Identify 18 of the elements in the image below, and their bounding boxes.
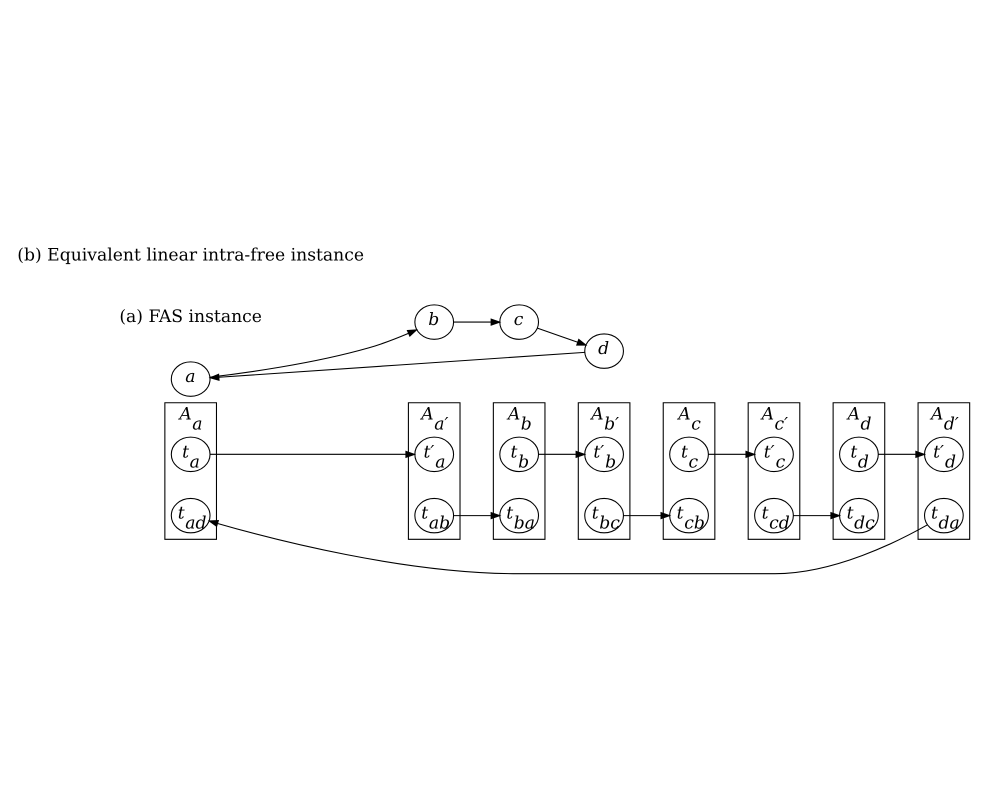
arrow (210, 328, 418, 378)
arrow (454, 318, 502, 326)
arrow (708, 450, 756, 458)
label: (b) Equivalent linear intra-free instance (17, 245, 364, 266)
node-ellipse: b (414, 304, 454, 340)
arrow (793, 511, 842, 519)
arrow (878, 450, 926, 458)
arrow (537, 327, 588, 346)
node-ellipse: d (584, 332, 624, 368)
arrow (538, 450, 586, 458)
arrow (454, 511, 502, 519)
arrow (210, 450, 416, 458)
arrow (208, 351, 585, 380)
label: (a) FAS instance (119, 306, 262, 326)
node-ellipse: a (170, 360, 211, 396)
arrow (208, 519, 928, 574)
arrow (624, 511, 672, 519)
node-ellipse: c (499, 304, 540, 340)
